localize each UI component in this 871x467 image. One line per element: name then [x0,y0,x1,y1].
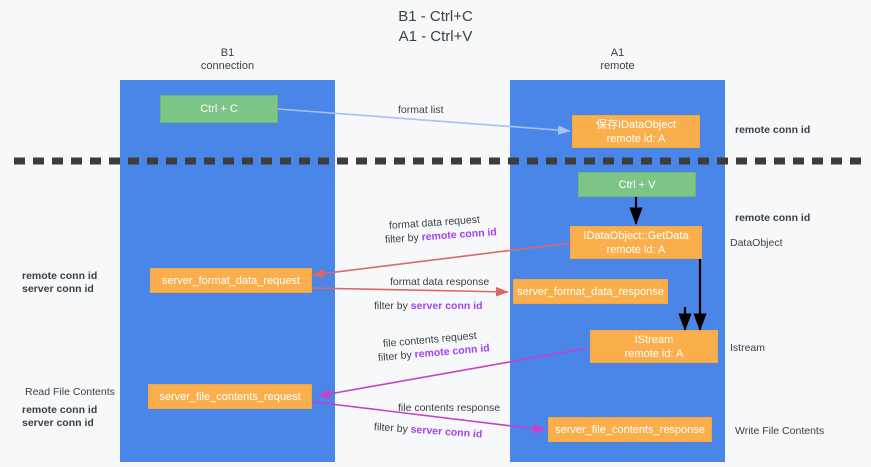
node-save-idataobject-line2: remote id: A [606,132,666,145]
node-server-file-contents-request[interactable]: server_file_contents_request [148,384,312,409]
node-ctrl-v[interactable]: Ctrl + V [578,172,696,197]
node-server-file-contents-request-label: server_file_contents_request [159,390,301,403]
side-label-left-remote-conn-id-top: remote conn id [22,270,98,282]
node-idataobject-getdata[interactable]: IDataObject::GetData remote id: A [570,226,702,259]
side-label-left-remote-conn-id-bottom: remote conn id [22,404,98,416]
lane-header-b1: B1 connection [200,47,255,72]
server-conn-id-text-2: server conn id [410,423,483,441]
filter-by-text-1: filter by [384,231,420,246]
node-istream-line1: IStream [634,333,674,346]
node-ctrl-c[interactable]: Ctrl + C [160,95,278,123]
node-ctrl-v-label: Ctrl + V [618,178,656,191]
node-ctrl-c-label: Ctrl + C [200,103,238,115]
edge-label-file-contents-response: file contents response [398,402,501,414]
node-save-idataobject[interactable]: 保存IDataObject remote id: A [572,115,700,148]
side-label-write-file-contents: Write File Contents [735,425,825,437]
node-server-format-data-request-label: server_format_data_request [161,274,301,287]
side-label-remote-conn-id-mid: remote conn id [735,212,811,224]
node-getdata-line1: IDataObject::GetData [583,229,689,242]
node-istream-line2: remote id: A [624,347,684,360]
side-label-left-server-conn-id-top: server conn id [22,283,94,295]
side-label-left-server-conn-id-bottom: server conn id [22,417,94,429]
edge-label-format-list: format list [398,104,444,116]
filter-by-text-4: filter by [373,421,409,436]
edge-label-filter-server-1: filter by server conn id [374,299,483,313]
filter-by-text-3: filter by [377,349,413,364]
node-server-format-data-response[interactable]: server_format_data_response [513,279,668,304]
server-conn-id-text-1: server conn id [410,300,483,312]
node-server-format-data-response-label: server_format_data_response [517,285,664,298]
filter-by-text-2: filter by [374,300,408,312]
node-server-file-contents-response-label: server_file_contents_response [555,423,705,436]
edge-label-format-data-response: format data response [390,276,490,288]
side-label-remote-conn-id-top: remote conn id [735,124,811,136]
side-label-istream: Istream [730,342,766,354]
node-server-file-contents-response[interactable]: server_file_contents_response [548,417,712,442]
node-istream[interactable]: IStream remote id: A [590,330,718,363]
edge-label-filter-server-2: filter by server conn id [374,420,483,442]
lane-header-a1: A1 remote [600,47,635,72]
side-label-dataobject: DataObject [730,237,783,249]
node-save-idataobject-line1: 保存IDataObject [595,118,677,131]
node-server-format-data-request[interactable]: server_format_data_request [150,268,312,293]
diagram-title: B1 - Ctrl+C A1 - Ctrl+V [398,8,473,45]
remote-conn-id-text-1: remote conn id [421,226,498,244]
node-getdata-line2: remote id: A [606,243,666,256]
side-label-read-file-contents: Read File Contents [25,386,115,398]
